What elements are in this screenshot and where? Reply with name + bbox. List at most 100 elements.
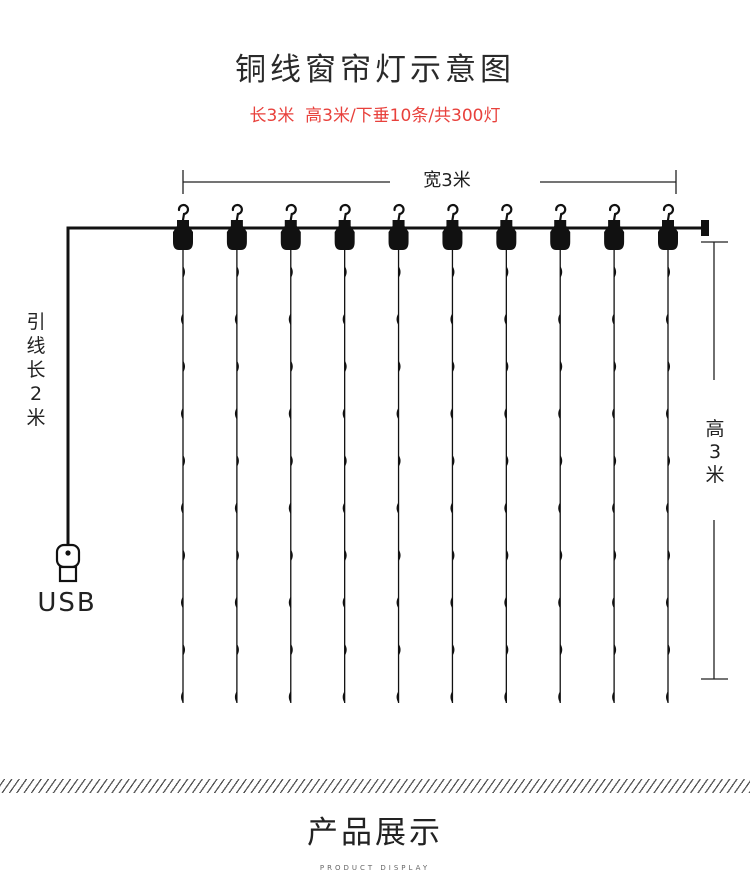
light-bulb-icon — [342, 313, 345, 326]
light-bulb-icon — [288, 691, 291, 703]
connector-icon — [173, 220, 193, 250]
light-bulb-icon — [344, 266, 347, 278]
light-bulb-icon — [181, 407, 183, 420]
light-bulb-icon — [290, 454, 293, 467]
light-bulb-icon — [612, 691, 615, 703]
light-bulb-icon — [288, 502, 291, 515]
light-bulb-icon — [558, 407, 561, 420]
light-bulb-icon — [181, 691, 183, 703]
end-cap-icon — [701, 220, 709, 236]
light-bulb-icon — [560, 360, 563, 373]
strand — [334, 203, 355, 703]
spec-height-strands-lights: 高3米/下垂10条/共300灯 — [305, 106, 501, 126]
light-bulb-icon — [396, 691, 399, 703]
strand — [442, 203, 463, 703]
light-bulb-icon — [506, 454, 509, 467]
light-bulb-icon — [506, 360, 509, 373]
strand — [173, 203, 193, 703]
hook-icon — [555, 203, 567, 222]
light-bulb-icon — [183, 360, 185, 373]
hook-icon — [177, 203, 190, 222]
light-bulb-icon — [183, 266, 185, 278]
light-bulb-icon — [504, 313, 507, 326]
light-bulb-icon — [666, 313, 668, 326]
connector-icon — [280, 220, 301, 250]
light-bulb-icon — [234, 691, 237, 703]
light-bulb-icon — [183, 454, 185, 467]
light-bulb-icon — [668, 454, 670, 467]
light-bulb-icon — [560, 266, 563, 278]
hook-icon — [393, 203, 405, 222]
light-bulb-icon — [234, 502, 237, 515]
light-bulb-icon — [558, 502, 561, 515]
light-bulb-icon — [558, 313, 561, 326]
light-bulb-icon — [614, 266, 617, 278]
light-bulb-icon — [452, 360, 455, 373]
light-bulb-icon — [398, 360, 401, 373]
light-bulb-icon — [666, 502, 668, 515]
light-bulb-icon — [450, 407, 453, 420]
spec-length: 长3米 — [249, 106, 295, 126]
light-bulb-icon — [290, 360, 293, 373]
spec-subtitle: 长3米 高3米/下垂10条/共300灯 — [0, 101, 750, 126]
light-bulb-icon — [506, 549, 509, 562]
light-bulb-icon — [234, 596, 237, 609]
main-wire — [66, 226, 702, 545]
light-bulb-icon — [236, 549, 239, 562]
light-bulb-icon — [504, 407, 507, 420]
connector-icon — [442, 220, 463, 250]
height-dimension — [701, 241, 728, 680]
light-bulb-icon — [504, 691, 507, 703]
strand — [550, 203, 571, 703]
light-bulb-icon — [612, 502, 615, 515]
light-bulb-icon — [234, 407, 237, 420]
light-bulb-icon — [181, 596, 183, 609]
usb-label: USB — [37, 588, 97, 618]
connector-icon — [226, 220, 247, 250]
light-bulb-icon — [452, 266, 455, 278]
usb-plug-icon — [55, 543, 81, 583]
light-bulb-icon — [342, 691, 345, 703]
light-bulb-icon — [614, 643, 617, 656]
height-label: 高 3 米 — [705, 418, 725, 486]
curtain-light-diagram — [55, 170, 728, 703]
light-bulb-icon — [506, 266, 509, 278]
strand — [226, 203, 247, 703]
light-bulb-icon — [288, 596, 291, 609]
light-bulb-icon — [506, 643, 509, 656]
light-bulb-icon — [290, 266, 293, 278]
hook-icon — [285, 203, 297, 222]
hook-icon — [501, 203, 513, 222]
light-bulb-icon — [452, 643, 455, 656]
light-bulb-icon — [236, 360, 239, 373]
light-bulb-icon — [450, 313, 453, 326]
light-bulb-icon — [450, 502, 453, 515]
width-dimension — [182, 170, 677, 194]
hook-icon — [609, 203, 621, 222]
light-bulb-icon — [558, 691, 561, 703]
light-bulb-icon — [236, 643, 239, 656]
light-bulb-icon — [666, 407, 668, 420]
light-bulb-icon — [288, 313, 291, 326]
light-bulb-icon — [342, 407, 345, 420]
light-bulb-icon — [344, 454, 347, 467]
light-bulb-icon — [504, 502, 507, 515]
light-bulb-icon — [344, 643, 347, 656]
light-bulb-icon — [288, 407, 291, 420]
light-bulb-icon — [452, 454, 455, 467]
light-bulb-icon — [234, 313, 237, 326]
light-bulb-icon — [612, 313, 615, 326]
light-bulb-icon — [396, 313, 399, 326]
connector-icon — [334, 220, 355, 250]
light-bulb-icon — [452, 549, 455, 562]
strand — [388, 203, 409, 703]
hook-icon — [231, 203, 243, 222]
light-bulb-icon — [614, 360, 617, 373]
light-bulb-icon — [236, 266, 239, 278]
light-bulb-icon — [560, 643, 563, 656]
light-bulb-icon — [450, 691, 453, 703]
light-bulb-icon — [668, 360, 670, 373]
light-bulb-icon — [668, 643, 670, 656]
light-bulb-icon — [290, 549, 293, 562]
section-subtitle: PRODUCT DISPLAY — [319, 864, 431, 872]
